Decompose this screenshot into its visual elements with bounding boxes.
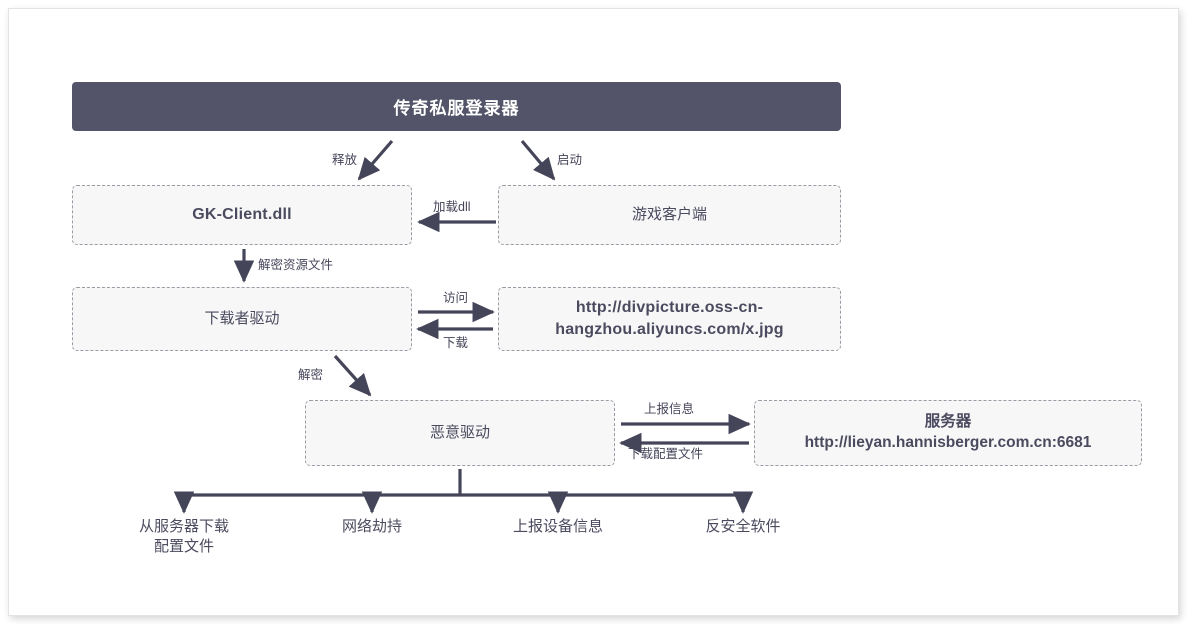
edge-label-release: 释放 (332, 153, 358, 167)
node-server[interactable]: 服务器 http://lieyan.hannisberger.com.cn:66… (754, 400, 1142, 466)
edge-label-report-info: 上报信息 (644, 402, 695, 416)
page-title: 传奇私服登录器 (72, 82, 841, 131)
node-malicious-driver[interactable]: 恶意驱动 (305, 400, 615, 466)
leaf-network-hijack: 网络劫持 (341, 518, 403, 535)
node-gk-client[interactable]: GK-Client.dll (72, 185, 412, 245)
edge-label-access: 访问 (443, 291, 469, 305)
arrow-decrypt (333, 354, 372, 397)
branch-bus (184, 469, 743, 497)
node-downloader-driver[interactable]: 下载者驱动 (72, 287, 412, 351)
node-game-client[interactable]: 游戏客户端 (498, 185, 841, 245)
edge-label-decrypt-resource: 解密资源文件 (258, 258, 334, 272)
edge-label-load-dll: 加载dll (433, 200, 471, 214)
edge-label-download: 下载 (443, 336, 469, 350)
edge-label-download-config: 下载配置文件 (628, 447, 704, 461)
arrow-release (357, 139, 394, 181)
edge-label-launch: 启动 (557, 153, 583, 167)
leaf-anti-security-software: 反安全软件 (705, 518, 781, 535)
diagram-card: 传奇私服登录器 GK-Client.dll 游戏客户端 下载者驱动 http:/… (8, 8, 1179, 616)
leaf-report-device-info: 上报设备信息 (512, 518, 604, 535)
arrow-launch (520, 139, 556, 181)
leaf-download-config: 从服务器下载 配置文件 (138, 518, 230, 556)
edge-label-decrypt: 解密 (298, 368, 324, 382)
node-oss-url[interactable]: http://divpicture.oss-cn-hangzhou.aliyun… (498, 287, 841, 351)
diagram-stage: 传奇私服登录器 GK-Client.dll 游戏客户端 下载者驱动 http:/… (9, 9, 1180, 617)
